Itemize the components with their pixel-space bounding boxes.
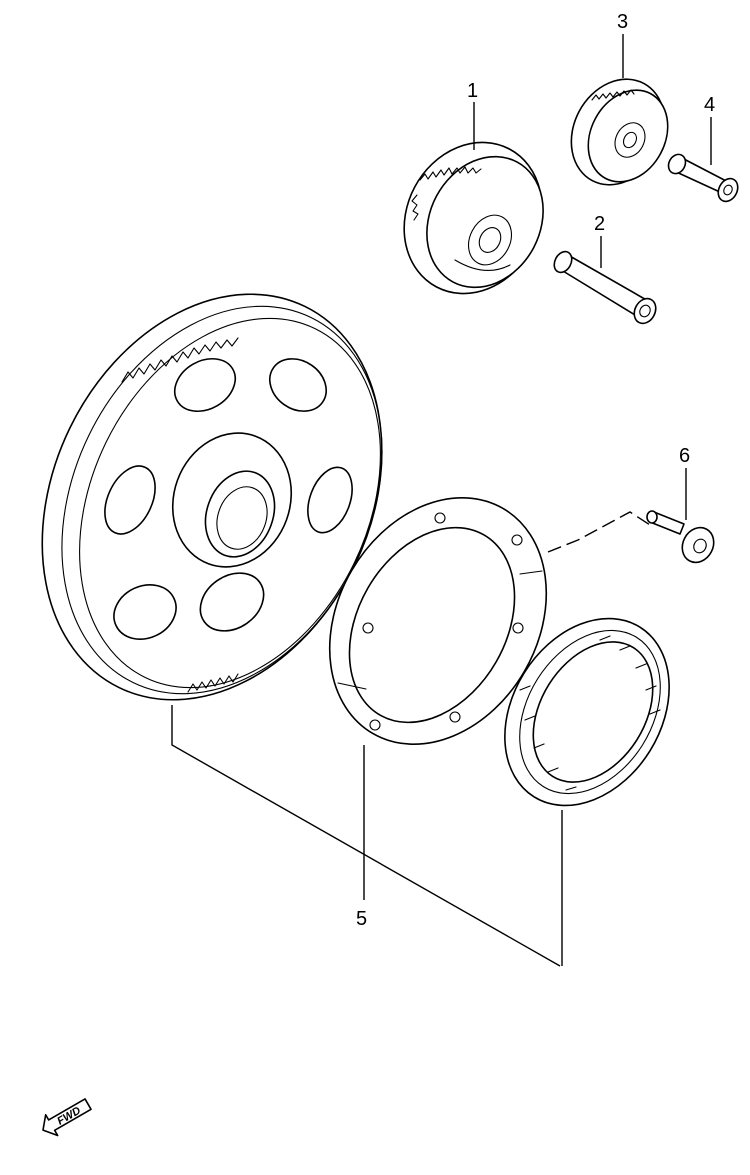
callout-1: 1 [467, 80, 478, 102]
starter-idle-gear-1 [403, 141, 544, 295]
callout-4: 4 [704, 94, 715, 116]
starter-driven-gear [41, 293, 383, 701]
callout-2: 2 [594, 213, 605, 235]
fwd-label: FWD [55, 1105, 83, 1128]
idle-gear-shaft-2 [667, 153, 739, 203]
callout-6: 6 [679, 445, 690, 467]
starter-clutch-body [328, 497, 548, 745]
idle-gear-shaft-1 [553, 250, 657, 325]
callout-3: 3 [617, 11, 628, 33]
fwd-arrow-icon [42, 1098, 92, 1137]
starter-clutch-bolt [646, 510, 715, 564]
fwd-badge: FWD [42, 1098, 92, 1137]
one-way-clutch-bearing [504, 617, 670, 807]
leader-lines [171, 34, 712, 967]
starter-idle-gear-2 [570, 78, 669, 186]
callout-5: 5 [356, 908, 367, 930]
